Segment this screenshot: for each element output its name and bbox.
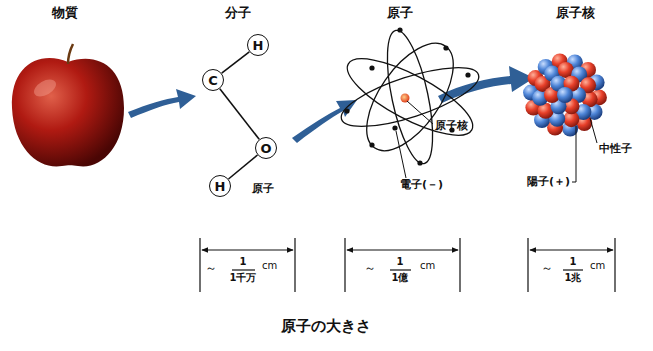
heading: 原子: [387, 6, 413, 21]
leader-line: [572, 118, 597, 182]
atom-circle: O: [255, 137, 277, 159]
callout-label: 電子(－): [400, 179, 443, 192]
heading: 物質: [52, 6, 78, 21]
nucleus-ball: [523, 53, 607, 136]
fraction-denominator: 1億: [392, 272, 409, 284]
approx-sign: ～: [205, 262, 217, 276]
element-symbol: H: [253, 39, 264, 52]
callout-label: 原子核: [435, 120, 468, 133]
heading: 分子: [225, 6, 251, 21]
element-symbol: C: [208, 74, 218, 87]
apple: [12, 44, 124, 167]
chemical-bond: [220, 89, 259, 140]
atom-label: 原子: [252, 183, 274, 196]
atom-circle: H: [209, 175, 231, 197]
fraction-numerator: 1: [397, 256, 404, 268]
neutron: [557, 87, 573, 103]
fraction-denominator: 1兆: [565, 272, 582, 284]
atomic-nucleus: [401, 94, 410, 103]
flow-arrow: [128, 66, 534, 143]
fraction-numerator: 1: [240, 256, 247, 268]
fraction-denominator: 1千万: [230, 272, 257, 284]
chemical-bond: [229, 155, 258, 179]
approx-sign: ～: [541, 262, 553, 276]
element-symbol: H: [215, 180, 226, 193]
caption: 原子の大きさ: [281, 318, 371, 335]
fraction-numerator: 1: [570, 256, 577, 268]
electron: [344, 27, 470, 165]
callout-label: 中性子: [599, 143, 632, 156]
chemical-bond: [222, 52, 250, 73]
callout-label: 陽子(＋): [527, 176, 570, 189]
atom-circle: C: [202, 69, 224, 91]
leader-line: [396, 101, 433, 178]
element-symbol: O: [260, 142, 271, 155]
approx-sign: ～: [364, 262, 376, 276]
unit: cm: [590, 260, 605, 272]
unit: cm: [262, 260, 277, 272]
electron-orbit: [335, 27, 484, 168]
dimension-bracket: [200, 238, 615, 292]
heading: 原子核: [556, 6, 595, 21]
unit: cm: [420, 260, 435, 272]
atom-circle: H: [247, 34, 269, 56]
